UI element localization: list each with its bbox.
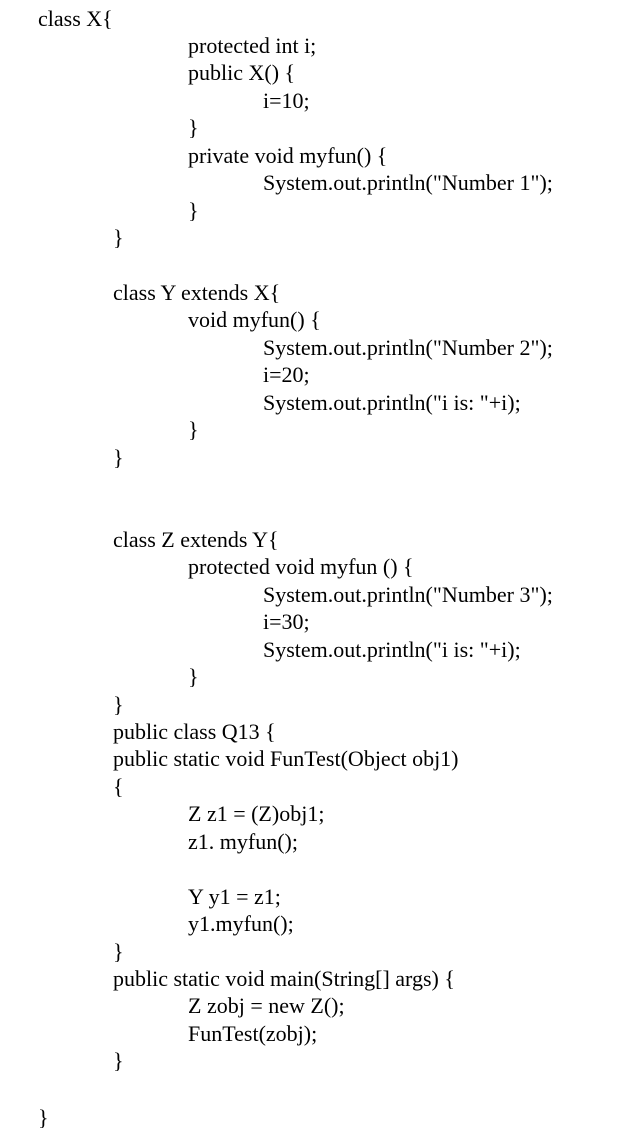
code-line: i=20;	[263, 362, 310, 387]
code-line: i=30;	[263, 609, 310, 634]
code-line: private void myfun() {	[188, 143, 388, 168]
code-line: System.out.println("Number 2");	[263, 335, 553, 360]
code-line: }	[188, 198, 199, 223]
code-line: public X() {	[188, 60, 296, 85]
code-line: y1.myfun();	[188, 911, 294, 936]
code-line: }	[38, 1105, 49, 1130]
code-line: void myfun() {	[188, 307, 321, 332]
code-line: public class Q13 {	[113, 719, 276, 744]
code-line: System.out.println("i is: "+i);	[263, 390, 521, 415]
code-line: }	[113, 445, 124, 470]
code-line: Z z1 = (Z)obj1;	[188, 801, 325, 826]
code-line: protected int i;	[188, 33, 317, 58]
code-line: public static void FunTest(Object obj1)	[113, 746, 459, 771]
code-line: FunTest(zobj);	[188, 1021, 318, 1046]
code-line: }	[113, 692, 124, 717]
code-line: z1. myfun();	[188, 829, 298, 854]
code-line: class X{	[38, 6, 113, 31]
code-line: }	[113, 939, 124, 964]
code-line: class Z extends Y{	[113, 527, 279, 552]
code-line: Z zobj = new Z();	[188, 993, 345, 1018]
code-line: class Y extends X{	[113, 280, 281, 305]
code-line: }	[188, 664, 199, 689]
code-line: System.out.println("i is: "+i);	[263, 637, 521, 662]
code-line: }	[188, 417, 199, 442]
code-line: {	[113, 774, 124, 799]
code-line: protected void myfun () {	[188, 554, 414, 579]
code-line: i=10;	[263, 88, 310, 113]
code-line: }	[188, 115, 199, 140]
code-line: Y y1 = z1;	[188, 884, 281, 909]
code-line: System.out.println("Number 1");	[263, 170, 553, 195]
code-line: System.out.println("Number 3");	[263, 582, 553, 607]
code-line: public static void main(String[] args) {	[113, 966, 455, 991]
code-line: }	[113, 225, 124, 250]
code-line: }	[113, 1048, 124, 1073]
